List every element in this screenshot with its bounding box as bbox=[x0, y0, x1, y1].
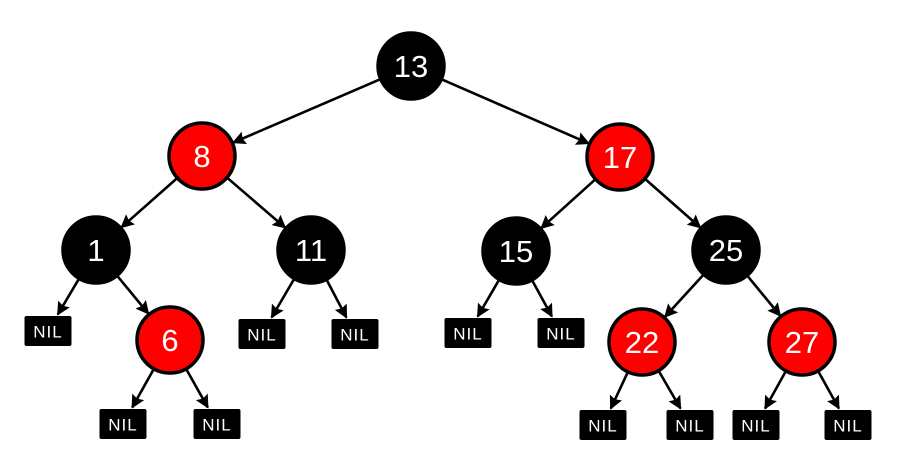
nil-box bbox=[824, 410, 872, 440]
edge-n25-n22 bbox=[663, 274, 705, 318]
node-circle-black bbox=[376, 31, 446, 101]
nil-leaf-nil-15-l: NIL bbox=[444, 318, 492, 348]
edge-n17-n25 bbox=[644, 178, 702, 229]
edge-n13-n8 bbox=[231, 78, 381, 144]
node-value-label: 11 bbox=[295, 233, 327, 268]
node-circle-black bbox=[61, 215, 131, 285]
tree-node-11: 11 bbox=[276, 215, 346, 285]
edge-n13-n17 bbox=[441, 78, 591, 145]
edge-n27-nil-27-r bbox=[817, 371, 841, 410]
nil-label: NIL bbox=[675, 416, 704, 435]
nil-label: NIL bbox=[741, 416, 770, 435]
tree-node-6: 6 bbox=[135, 305, 205, 375]
node-value-label: 17 bbox=[603, 140, 637, 175]
node-value-label: 13 bbox=[394, 49, 428, 84]
nil-leaf-nil-15-r: NIL bbox=[537, 318, 585, 348]
nil-box bbox=[99, 409, 147, 439]
tree-node-17: 17 bbox=[585, 122, 655, 192]
nil-leaf-nil-27-l: NIL bbox=[732, 410, 780, 440]
edge-n8-n1 bbox=[120, 177, 178, 229]
node-value-label: 6 bbox=[161, 323, 178, 358]
node-value-label: 8 bbox=[193, 139, 210, 174]
node-value-label: 25 bbox=[709, 233, 743, 268]
nil-label: NIL bbox=[546, 324, 575, 343]
nil-leaf-nil-27-r: NIL bbox=[824, 410, 872, 440]
nil-box bbox=[238, 319, 286, 349]
nil-label: NIL bbox=[588, 416, 617, 435]
node-circle-red bbox=[585, 122, 655, 192]
edge-n25-n27 bbox=[746, 275, 782, 317]
tree-node-27: 27 bbox=[767, 307, 837, 377]
nil-box bbox=[331, 319, 379, 349]
edge-n27-nil-27-l bbox=[763, 371, 787, 410]
edge-n22-nil-22-r bbox=[657, 370, 682, 410]
edge-n17-n15 bbox=[540, 178, 596, 230]
node-value-label: 27 bbox=[785, 325, 819, 360]
nil-box bbox=[24, 316, 72, 346]
nil-label: NIL bbox=[33, 322, 62, 341]
tree-node-15: 15 bbox=[481, 216, 551, 286]
nil-box bbox=[732, 410, 780, 440]
edge-n1-n6 bbox=[116, 275, 150, 315]
edge-n11-nil-11-r bbox=[325, 279, 348, 319]
tree-node-25: 25 bbox=[691, 215, 761, 285]
edges-layer bbox=[56, 78, 841, 410]
nil-box bbox=[666, 410, 714, 440]
node-value-label: 15 bbox=[499, 234, 533, 269]
node-value-label: 22 bbox=[625, 325, 659, 360]
node-value-label: 1 bbox=[87, 233, 104, 268]
node-circle-red bbox=[607, 307, 677, 377]
nil-leaf-nil-22-l: NIL bbox=[579, 410, 627, 440]
nil-leaf-nil-22-r: NIL bbox=[666, 410, 714, 440]
node-circle-red bbox=[135, 305, 205, 375]
nil-leaf-nil-6-r: NIL bbox=[193, 409, 241, 439]
tree-node-1: 1 bbox=[61, 215, 131, 285]
edge-n6-nil-6-r bbox=[185, 369, 209, 409]
node-circle-red bbox=[767, 307, 837, 377]
edge-n6-nil-6-l bbox=[131, 369, 155, 409]
nil-label: NIL bbox=[108, 415, 137, 434]
node-circle-black bbox=[691, 215, 761, 285]
nil-box bbox=[579, 410, 627, 440]
nil-leaf-nil-11-l: NIL bbox=[238, 319, 286, 349]
nil-label: NIL bbox=[453, 324, 482, 343]
edge-n15-nil-15-l bbox=[476, 279, 500, 318]
nil-label: NIL bbox=[833, 416, 862, 435]
nil-label: NIL bbox=[247, 325, 276, 344]
nil-leaf-nil-11-r: NIL bbox=[331, 319, 379, 349]
edge-n8-n11 bbox=[226, 177, 287, 229]
edge-n11-nil-11-l bbox=[270, 278, 296, 319]
nil-box bbox=[444, 318, 492, 348]
edge-n15-nil-15-r bbox=[531, 280, 554, 318]
tree-node-13: 13 bbox=[376, 31, 446, 101]
nil-box bbox=[193, 409, 241, 439]
node-circle-red bbox=[167, 121, 237, 191]
nil-leaf-nil-1-l: NIL bbox=[24, 316, 72, 346]
edge-n22-nil-22-l bbox=[609, 372, 629, 410]
tree-node-8: 8 bbox=[167, 121, 237, 191]
node-circle-black bbox=[276, 215, 346, 285]
nil-label: NIL bbox=[340, 325, 369, 344]
tree-node-22: 22 bbox=[607, 307, 677, 377]
nil-label: NIL bbox=[202, 415, 231, 434]
edge-n1-nil-1-l bbox=[56, 278, 80, 316]
nil-box bbox=[537, 318, 585, 348]
nil-leaf-nil-6-l: NIL bbox=[99, 409, 147, 439]
node-circle-black bbox=[481, 216, 551, 286]
